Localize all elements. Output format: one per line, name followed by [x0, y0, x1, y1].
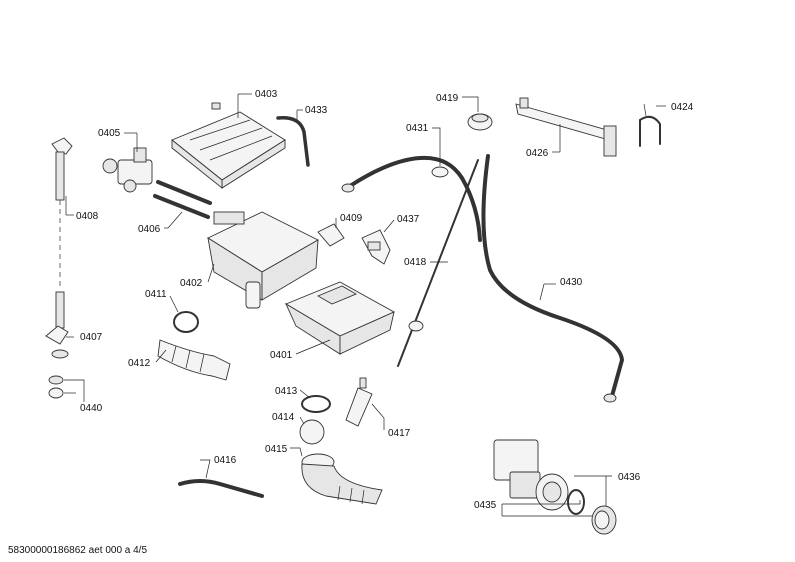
part-0430-drain-pipe	[481, 154, 625, 403]
label-0414: 0414	[272, 412, 295, 423]
label-0433: 0433	[305, 105, 328, 116]
label-0426: 0426	[526, 148, 549, 159]
label-0408: 0408	[76, 211, 99, 222]
label-0419: 0419	[436, 93, 459, 104]
label-0412: 0412	[128, 358, 151, 369]
label-0416: 0416	[214, 455, 237, 466]
label-0411: 0411	[145, 289, 167, 300]
part-0415-sump-hose	[301, 453, 383, 505]
part-0426-bracket	[515, 97, 617, 157]
part-0408-hose-top	[51, 137, 73, 201]
part-0418-hose	[397, 159, 479, 367]
part-0406-rods	[153, 180, 212, 219]
part-0413-ring	[301, 395, 331, 413]
part-0431-hose	[341, 155, 482, 242]
document-id: 58300000186862 aet 000 a 4/5	[8, 545, 147, 556]
part-0416-rod	[178, 479, 264, 498]
label-0417: 0417	[388, 428, 411, 439]
part-0433-hose	[276, 116, 310, 167]
part-0440-seals	[48, 375, 64, 399]
label-0402: 0402	[180, 278, 203, 289]
label-0413: 0413	[275, 386, 298, 397]
part-0411-ring	[173, 311, 199, 333]
part-0436-filter	[567, 489, 617, 535]
part-0417-cylinder	[345, 377, 373, 427]
part-0424-hook	[639, 103, 661, 147]
label-0401: 0401	[270, 350, 293, 361]
label-0435: 0435	[474, 500, 497, 511]
label-0415: 0415	[265, 444, 288, 455]
label-0407: 0407	[80, 332, 103, 343]
label-0405: 0405	[98, 128, 121, 139]
label-0403: 0403	[255, 89, 278, 100]
part-0402-dispenser-housing	[207, 211, 319, 309]
part-0405-inlet-valve	[102, 147, 153, 193]
label-0406: 0406	[138, 224, 161, 235]
label-0431: 0431	[406, 123, 429, 134]
part-0437-siphon	[361, 229, 391, 265]
label-0430: 0430	[560, 277, 583, 288]
part-0403-lid-frame	[171, 102, 286, 189]
part-0412-bellows	[157, 339, 231, 381]
label-0440: 0440	[80, 403, 103, 414]
label-0436: 0436	[618, 472, 641, 483]
label-0437: 0437	[397, 214, 420, 225]
label-0424: 0424	[671, 102, 694, 113]
part-0414-ball	[299, 419, 325, 445]
part-0419-cap	[467, 113, 493, 131]
label-0409: 0409	[340, 213, 363, 224]
part-0401-detergent-drawer	[284, 281, 396, 355]
part-0435-drain-pump	[493, 439, 569, 511]
label-0418: 0418	[404, 257, 427, 268]
part-0407-hose-bottom	[45, 291, 69, 359]
part-0409-clip	[317, 223, 345, 247]
